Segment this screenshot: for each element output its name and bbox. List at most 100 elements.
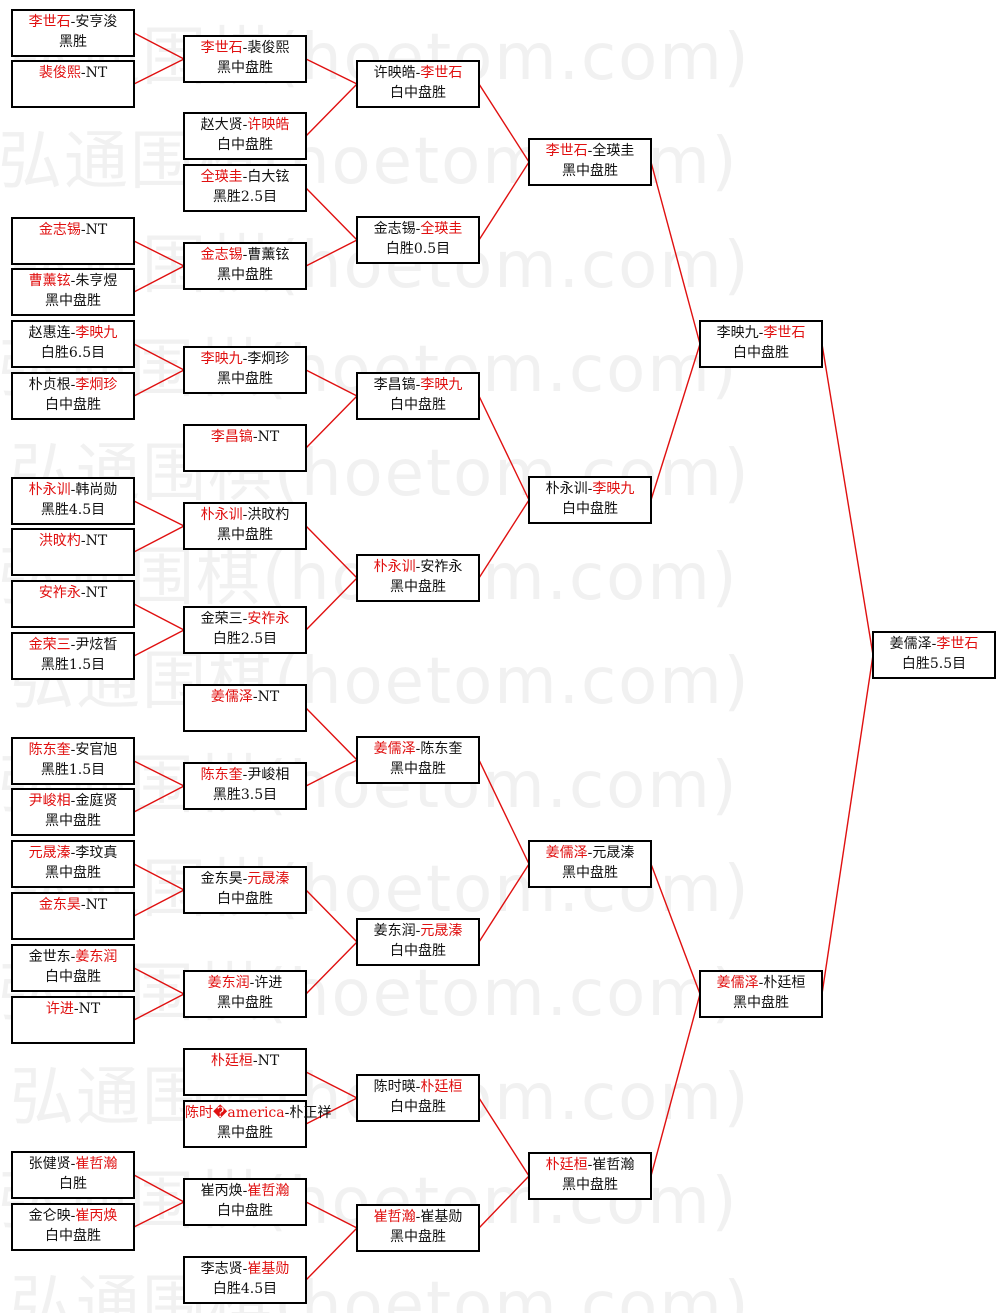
match-result: 黑胜4.5目 (40, 502, 106, 518)
bracket-connector (305, 239, 358, 267)
player-white: 许进 (254, 975, 283, 991)
match-result: 黑中盘胜 (390, 1229, 446, 1245)
player-separator: - (415, 377, 421, 393)
match-box: 金荣三-安祚永白胜2.5目 (183, 606, 307, 654)
player-white: 安官旭 (75, 742, 118, 758)
bracket-connector (478, 1175, 530, 1229)
player-black: 李映九 (716, 325, 759, 341)
match-box: 李世石-裴俊熙黑中盘胜 (183, 35, 307, 83)
match-players: 陈东奎-尹峻相 (185, 765, 305, 785)
match-box: 许映皓-李世石白中盘胜 (356, 60, 480, 108)
player-white: 朴廷桓 (420, 1079, 463, 1095)
match-players: 曹薰铉-朱亨煜 (13, 271, 133, 291)
match-players: 金世东-姜东润 (13, 947, 133, 967)
player-white: 白大铉 (247, 169, 290, 185)
match-box: 金东昊-NT (11, 892, 135, 940)
player-black: 赵大贤 (200, 117, 243, 133)
player-white: 李映九 (592, 481, 635, 497)
player-white: NT (257, 689, 280, 705)
player-separator: - (242, 117, 248, 133)
match-result: 黑中盘胜 (45, 813, 101, 829)
match-result: 黑中盘胜 (562, 865, 618, 881)
match-box: 朴永训-安祚永黑中盘胜 (356, 554, 480, 602)
bracket-connector (305, 525, 358, 579)
player-separator: - (242, 40, 248, 56)
match-box: 姜儒泽-李世石白胜5.5目 (872, 631, 996, 679)
player-separator: - (70, 949, 76, 965)
player-black: 朴永训 (28, 482, 71, 498)
bracket-connector (478, 161, 530, 241)
match-result: 黑中盘胜 (45, 865, 101, 881)
player-separator: - (70, 637, 76, 653)
match-result: 黑胜1.5目 (40, 762, 106, 778)
player-white: 韩尚勋 (75, 482, 118, 498)
player-black: 许映皓 (373, 65, 416, 81)
match-result: 白中盘胜 (217, 1203, 273, 1219)
match-box: 陈时暎-朴廷桓白中盘胜 (356, 1074, 480, 1122)
match-result: 黑中盘胜 (562, 163, 618, 179)
player-black: 裴俊熙 (38, 65, 81, 81)
match-players: 李世石-裴俊熙 (185, 38, 305, 58)
player-black: 朴永训 (373, 559, 416, 575)
player-white: 安祚永 (420, 559, 463, 575)
player-white: 全瑛圭 (592, 143, 635, 159)
match-result: 白中盘胜 (733, 345, 789, 361)
player-black: 李映九 (200, 351, 243, 367)
player-black: 朴廷桓 (210, 1053, 253, 1069)
bracket-connector (478, 499, 530, 579)
match-players: 金东昊-NT (13, 895, 133, 915)
player-white: 李映九 (75, 325, 118, 341)
player-white: 尹峻相 (247, 767, 290, 783)
player-black: 朴永训 (200, 507, 243, 523)
player-black: 崔哲瀚 (373, 1209, 416, 1225)
match-box: 李昌镐-李映九白中盘胜 (356, 372, 480, 420)
match-result: 黑中盘胜 (217, 267, 273, 283)
match-players: 李志贤-崔基勋 (185, 1259, 305, 1279)
player-white: 安亨浚 (75, 14, 118, 30)
bracket-connector (133, 603, 185, 631)
match-box: 陈东奎-安官旭黑胜1.5目 (11, 737, 135, 785)
player-black: 曹薰铉 (28, 273, 71, 289)
match-box: 金荣三-尹炫晳黑胜1.5目 (11, 632, 135, 680)
match-result: 黑中盘胜 (217, 371, 273, 387)
bracket-connector (305, 1097, 358, 1125)
match-box: 姜东润-许进黑中盘胜 (183, 970, 307, 1018)
match-result: 黑胜3.5目 (212, 787, 278, 803)
player-black: 陈时�america (185, 1105, 285, 1121)
player-separator: - (242, 351, 248, 367)
player-separator: - (70, 325, 76, 341)
player-black: 金仑映 (28, 1208, 71, 1224)
match-box: 金志锡-曹薰铉黑中盘胜 (183, 242, 307, 290)
match-result: 白中盘胜 (217, 137, 273, 153)
match-result: 白胜 (59, 1176, 87, 1192)
player-separator: - (415, 221, 421, 237)
player-separator: - (70, 845, 76, 861)
player-white: 朴正祥 (289, 1105, 332, 1121)
bracket-connector (305, 58, 358, 85)
bracket-connector (478, 759, 530, 865)
match-players: 朴贞根-李炯珍 (13, 375, 133, 395)
player-white: 裴俊熙 (247, 40, 290, 56)
player-white: 朱亨煜 (75, 273, 118, 289)
match-result: 白中盘胜 (45, 397, 101, 413)
match-players: 金志锡-曹薰铉 (185, 245, 305, 265)
bracket-connector (821, 343, 874, 656)
player-separator: - (242, 507, 248, 523)
match-players: 姜东润-元晟溱 (358, 921, 478, 941)
player-black: 尹峻相 (28, 793, 71, 809)
match-box: 朴廷桓-崔哲瀚黑中盘胜 (528, 1152, 652, 1200)
bracket-connector (650, 993, 701, 1177)
player-black: 李世石 (545, 143, 588, 159)
bracket-connector (133, 32, 185, 60)
match-box: 李志贤-崔基勋白胜4.5目 (183, 1256, 307, 1304)
bracket-connector (305, 889, 358, 943)
match-players: 李世石-安亨浚 (13, 12, 133, 32)
bracket-connector (305, 369, 358, 397)
match-players: 姜儒泽-陈东奎 (358, 739, 478, 759)
match-players: 金东昊-元晟溱 (185, 869, 305, 889)
player-black: 安祚永 (38, 585, 81, 601)
match-players: 许映皓-李世石 (358, 63, 478, 83)
player-separator: - (80, 533, 86, 549)
match-box: 全瑛圭-白大铉黑胜2.5目 (183, 164, 307, 212)
player-separator: - (80, 222, 86, 238)
